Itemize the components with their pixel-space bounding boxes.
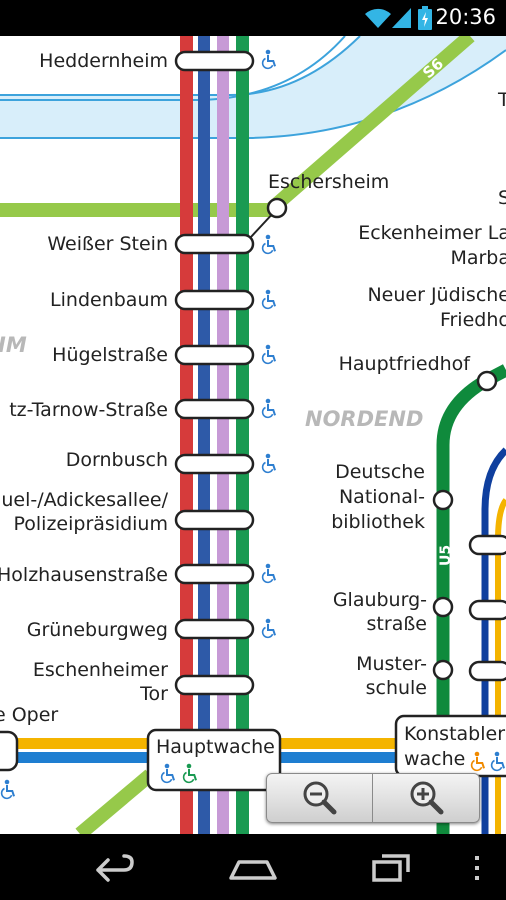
wheelchair-icon-orange (470, 751, 485, 772)
u-line-red (180, 36, 193, 834)
back-icon (96, 854, 134, 882)
edge-letter: T (497, 89, 506, 111)
wheelchair-icon (261, 398, 276, 419)
u-line-blue (198, 36, 210, 834)
station-label[interactable]: schule (366, 677, 427, 699)
u-blue-line-right (481, 447, 506, 834)
station-label[interactable]: Hauptwache (156, 736, 275, 758)
station-box-hauptwache[interactable] (146, 728, 282, 792)
station-pill-holzhausen[interactable] (174, 563, 255, 585)
wheelchair-icon-green (182, 763, 197, 784)
map-canvas[interactable]: S6 U5 (0, 36, 506, 834)
back-button[interactable] (84, 848, 144, 888)
wheelchair-icon (261, 618, 276, 639)
wheelchair-icon (261, 453, 276, 474)
wheelchair-icon (490, 751, 505, 772)
zoom-in-icon (410, 781, 444, 815)
station-pill-lindenbaum[interactable] (174, 289, 255, 311)
station-label[interactable]: tz-Tarnow-Straße (9, 399, 168, 421)
menu-button[interactable] (462, 848, 492, 888)
station-label[interactable]: National- (339, 486, 425, 508)
station-pill-heddernheim[interactable] (174, 50, 255, 72)
station-marker-eschersheim[interactable] (266, 197, 288, 219)
station-label[interactable]: uel-/Adickesallee/ (1, 489, 168, 511)
wifi-icon (365, 8, 391, 28)
menu-icon (475, 856, 479, 880)
transit-map[interactable]: S6 U5 (0, 36, 506, 834)
status-time: 20:36 (435, 5, 496, 29)
s-line-lower (75, 769, 155, 834)
station-label[interactable]: Dornbusch (66, 449, 168, 471)
station-label[interactable]: Tor (139, 683, 168, 705)
station-pill-adickesallee[interactable] (174, 509, 255, 531)
navigation-bar (0, 834, 506, 900)
zoom-out-icon (303, 781, 337, 815)
station-label[interactable]: Eschersheim (268, 171, 389, 193)
u-line-violet (217, 36, 229, 834)
station-label[interactable]: Muster- (356, 653, 427, 675)
wheelchair-icon (261, 563, 276, 584)
station-label[interactable]: Polizeipräsidium (14, 513, 169, 535)
station-label[interactable]: Glauburg- (333, 589, 427, 611)
station-label[interactable]: Grüneburgweg (27, 619, 168, 641)
home-icon (229, 860, 277, 880)
station-label[interactable]: e Oper (0, 704, 58, 726)
recent-apps-icon (372, 854, 410, 882)
wheelchair-icon (0, 779, 15, 800)
district-label-partial: IM (0, 333, 27, 357)
zoom-in-button[interactable] (374, 774, 479, 822)
station-marker-glauburgstrasse[interactable] (432, 596, 454, 618)
wheelchair-icon (261, 289, 276, 310)
station-label[interactable]: Eckenheimer La (358, 222, 506, 244)
recent-apps-button[interactable] (362, 848, 422, 888)
district-label-nordend: NORDEND (305, 407, 423, 431)
home-button[interactable] (223, 848, 283, 888)
station-pill-eschenheimer-tor[interactable] (174, 674, 255, 696)
station-pill-weisser-stein[interactable] (174, 233, 255, 255)
wheelchair-icon (261, 49, 276, 70)
station-label[interactable]: Hauptfriedhof (339, 353, 472, 375)
wheelchair-icon (261, 234, 276, 255)
station-marker-nationalbibliothek[interactable] (432, 489, 454, 511)
battery-icon (418, 6, 432, 30)
wheelchair-icon (160, 763, 175, 784)
station-marker-musterschule[interactable] (432, 659, 454, 681)
station-label[interactable]: wache (404, 748, 465, 770)
u-line-green (236, 36, 249, 834)
station-pill-oper[interactable] (0, 730, 19, 772)
station-label[interactable]: straße (367, 613, 427, 635)
station-marker-hauptfriedhof[interactable] (476, 370, 498, 392)
station-label[interactable]: Neuer Jüdische (367, 284, 506, 306)
wheelchair-icon (261, 344, 276, 365)
u5-label: U5 (438, 545, 454, 566)
station-pill-grueneburgweg[interactable] (174, 618, 255, 640)
station-label[interactable]: bibliothek (331, 511, 425, 533)
station-pill-right-1[interactable] (468, 534, 506, 556)
station-label[interactable]: Holzhausenstraße (0, 564, 168, 586)
station-label[interactable]: Lindenbaum (50, 289, 168, 311)
zoom-controls (266, 773, 480, 823)
status-bar: 20:36 (0, 0, 506, 36)
station-label[interactable]: Konstabler (404, 723, 505, 745)
zoom-out-button[interactable] (267, 774, 373, 822)
station-pill-right-2[interactable] (468, 599, 506, 621)
station-label[interactable]: Marba (450, 247, 506, 269)
station-label[interactable]: Eschenheimer (33, 659, 168, 681)
station-pill-right-3[interactable] (468, 660, 506, 682)
station-label[interactable]: Weißer Stein (47, 233, 168, 255)
station-label[interactable]: Heddernheim (39, 50, 168, 72)
signal-icon (392, 8, 411, 28)
station-pill-dornbusch[interactable] (174, 453, 255, 475)
station-pill-tarnow[interactable] (174, 398, 255, 420)
station-pill-huegelstrasse[interactable] (174, 344, 255, 366)
station-label[interactable]: Hügelstraße (52, 344, 168, 366)
edge-letter: S (498, 187, 506, 209)
station-label[interactable]: Deutsche (335, 461, 425, 483)
station-label[interactable]: Friedho (440, 309, 506, 331)
